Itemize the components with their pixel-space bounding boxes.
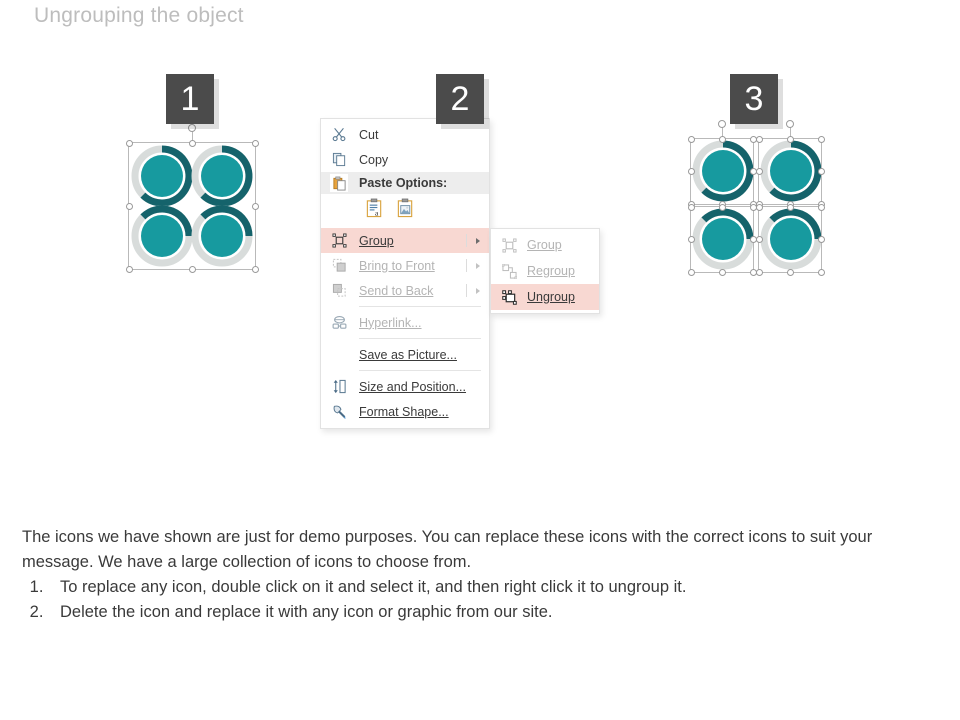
paste-icon	[330, 174, 348, 192]
menu-item-label: Group	[359, 233, 394, 248]
menu-separator	[359, 306, 481, 307]
send-to-back-icon	[330, 282, 348, 300]
hyperlink-icon	[330, 314, 348, 332]
context-menu[interactable]: Cut Copy Paste Options:	[320, 118, 490, 429]
grouped-icon-art	[131, 145, 253, 267]
group-submenu[interactable]: Group Regroup Ungroup	[490, 228, 600, 314]
menu-item-label: Bring to Front	[359, 258, 435, 273]
size-position-icon	[330, 378, 348, 396]
ungroup-icon	[500, 288, 518, 306]
submenu-item-group[interactable]: Group	[491, 232, 599, 258]
step-badge-2: 2	[436, 74, 484, 124]
menu-item-send-to-back[interactable]: Send to Back	[321, 278, 489, 303]
paste-options-row[interactable]: a	[321, 194, 489, 228]
group-icon	[330, 232, 348, 250]
submenu-item-regroup[interactable]: Regroup	[491, 258, 599, 284]
menu-item-paste-options: Paste Options:	[321, 172, 489, 194]
page-title: Ungrouping the object	[34, 4, 244, 27]
menu-item-group[interactable]: Group	[321, 228, 489, 253]
bring-to-front-icon	[330, 257, 348, 275]
copy-icon	[330, 151, 348, 169]
step-badge-3: 3	[730, 74, 778, 124]
format-shape-icon	[330, 403, 348, 421]
paste-keep-text-icon[interactable]: a	[365, 198, 384, 223]
menu-item-label: Save as Picture...	[359, 347, 457, 362]
rotate-handle[interactable]	[786, 120, 794, 128]
menu-item-format-shape[interactable]: Format Shape...	[321, 399, 489, 424]
submenu-item-label: Group	[527, 238, 562, 252]
menu-item-save-as-picture[interactable]: Save as Picture...	[321, 342, 489, 367]
menu-item-label: Copy	[359, 152, 389, 167]
chevron-right-icon	[476, 287, 480, 294]
paste-picture-icon[interactable]	[396, 198, 415, 223]
menu-item-label: Hyperlink...	[359, 315, 422, 330]
menu-item-label: Size and Position...	[359, 379, 467, 394]
menu-separator	[359, 370, 481, 371]
group-icon	[500, 236, 518, 254]
list-item: Delete the icon and replace it with any …	[48, 600, 944, 625]
submenu-item-label: Regroup	[527, 264, 575, 278]
menu-divider	[466, 284, 467, 297]
rotate-handle[interactable]	[718, 120, 726, 128]
chevron-right-icon	[476, 262, 480, 269]
note-list: To replace any icon, double click on it …	[22, 575, 944, 625]
chevron-right-icon	[476, 237, 480, 244]
svg-text:a: a	[375, 208, 379, 217]
submenu-item-label: Ungroup	[527, 290, 575, 304]
menu-item-copy[interactable]: Copy	[321, 147, 489, 172]
submenu-item-ungroup[interactable]: Ungroup	[491, 284, 599, 310]
list-item: To replace any icon, double click on it …	[48, 575, 944, 600]
menu-item-label: Format Shape...	[359, 404, 449, 419]
menu-item-cut[interactable]: Cut	[321, 122, 489, 147]
menu-item-label: Paste Options:	[359, 176, 448, 190]
menu-divider	[466, 259, 467, 272]
menu-item-label: Send to Back	[359, 283, 434, 298]
rotate-handle[interactable]	[188, 124, 196, 132]
menu-item-bring-to-front[interactable]: Bring to Front	[321, 253, 489, 278]
step-badge-1: 1	[166, 74, 214, 124]
regroup-icon	[500, 262, 518, 280]
menu-item-hyperlink[interactable]: Hyperlink...	[321, 310, 489, 335]
ungrouped-icon-art	[692, 140, 822, 270]
menu-item-label: Cut	[359, 127, 379, 142]
menu-item-size-and-position[interactable]: Size and Position...	[321, 374, 489, 399]
menu-separator	[359, 338, 481, 339]
scissors-icon	[330, 126, 348, 144]
note-paragraph: The icons we have shown are just for dem…	[22, 528, 873, 571]
menu-divider	[466, 234, 467, 247]
footer-note: The icons we have shown are just for dem…	[22, 525, 944, 625]
